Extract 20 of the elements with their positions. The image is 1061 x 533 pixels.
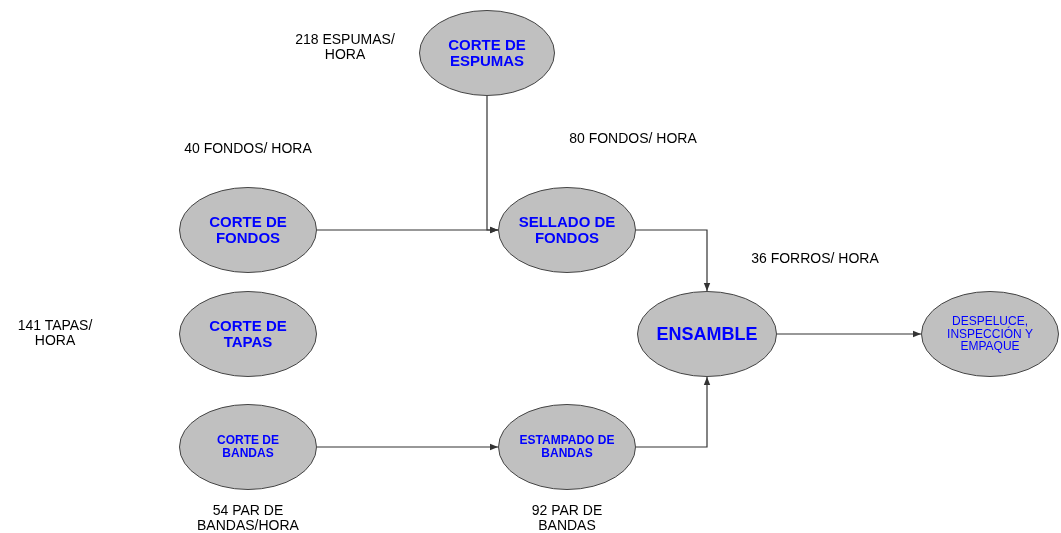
process-label: CORTE DE ESPUMAS xyxy=(447,37,527,69)
process-label: CORTE DE FONDOS xyxy=(208,214,288,246)
rate-note: 36 FORROS/ HORA xyxy=(750,251,880,267)
rate-note: 141 TAPAS/ HORA xyxy=(16,318,94,349)
process-label: DESPELUCE, INSPECCIÓN Y EMPAQUE xyxy=(946,315,1034,353)
rate-note: 92 PAR DE BANDAS xyxy=(530,503,604,533)
rate-note: 218 ESPUMAS/ HORA xyxy=(295,32,395,63)
rate-note: 80 FONDOS/ HORA xyxy=(568,131,698,147)
rate-note: 54 PAR DE BANDAS/HORA xyxy=(196,503,300,533)
process-label: SELLADO DE FONDOS xyxy=(517,214,617,246)
arrow xyxy=(776,330,922,338)
process-label: CORTE DE TAPAS xyxy=(208,318,288,350)
arrow xyxy=(635,229,711,292)
process-label: ENSAMBLE xyxy=(656,324,758,344)
arrow xyxy=(316,226,499,234)
arrow xyxy=(635,376,711,448)
arrow xyxy=(316,443,499,451)
rate-note: 40 FONDOS/ HORA xyxy=(183,141,313,157)
process-label: CORTE DE BANDAS xyxy=(216,434,280,460)
process-label: ESTAMPADO DE BANDAS xyxy=(518,434,616,460)
